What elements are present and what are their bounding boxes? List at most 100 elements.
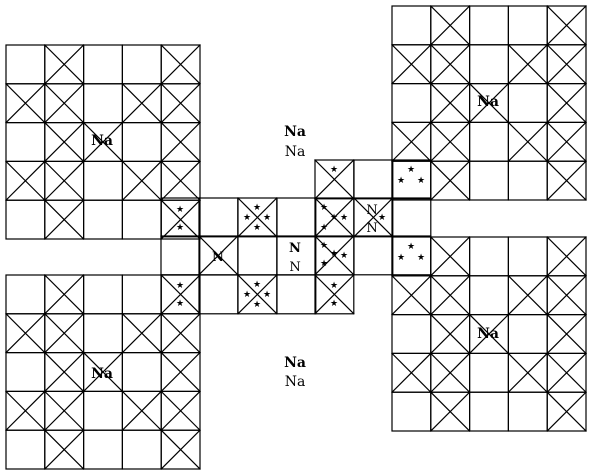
cross-mark <box>507 121 549 163</box>
cross-mark <box>160 312 201 354</box>
cross-mark <box>429 236 471 277</box>
cross-mark <box>546 236 587 277</box>
grid-cell <box>507 160 548 201</box>
star-mark: ★ <box>417 176 425 186</box>
corridor-cross <box>314 197 355 238</box>
corridor-cell <box>391 235 432 276</box>
grid-cell <box>160 429 201 470</box>
cross-mark <box>121 312 163 354</box>
cross-mark <box>43 199 85 240</box>
n-label-left-bold: N <box>212 250 224 265</box>
cross-mark <box>546 43 587 85</box>
grid-cell <box>469 236 510 277</box>
star-mark: ★ <box>330 249 338 259</box>
grid-cell <box>82 390 123 431</box>
n-label-right-upper: N <box>366 203 377 218</box>
corridor-cell <box>160 274 201 315</box>
grid-cell <box>82 274 123 315</box>
cross-mark <box>43 274 85 315</box>
cross-mark <box>82 121 124 163</box>
star-mark: ★ <box>253 223 261 233</box>
region-label-lower-middle: Na <box>285 374 306 390</box>
star-mark: ★ <box>253 203 261 213</box>
grid-cell <box>5 429 46 470</box>
cross-mark <box>546 160 587 201</box>
star-mark: ★ <box>330 299 338 309</box>
star-mark: ★ <box>417 253 425 263</box>
cross-mark <box>5 390 46 432</box>
star-mark: ★ <box>340 251 348 261</box>
star-mark: ★ <box>397 176 405 186</box>
cross-mark <box>43 312 85 354</box>
grid-cell <box>469 352 510 393</box>
grid-cell <box>507 391 548 432</box>
cross-mark <box>546 391 587 432</box>
star-mark: ★ <box>263 290 271 300</box>
star-mark: ★ <box>176 299 184 309</box>
grid-cell <box>546 160 587 201</box>
grid-cell <box>121 121 162 162</box>
cross-mark <box>160 44 201 85</box>
corridor-cell <box>353 235 394 276</box>
cross-mark <box>429 43 471 85</box>
star-mark: ★ <box>407 165 415 175</box>
star-mark: ★ <box>407 242 415 252</box>
cross-mark <box>160 351 201 393</box>
grid-cell <box>121 199 162 240</box>
grid-cell <box>469 5 510 46</box>
star-mark: ★ <box>253 280 261 290</box>
star-mark: ★ <box>176 281 184 291</box>
grid-cell <box>5 199 46 240</box>
region-label-bottom-right: Na <box>477 326 499 342</box>
n-label-center: N <box>289 260 300 275</box>
cross-mark <box>5 82 46 124</box>
cross-mark <box>391 43 432 85</box>
grid-cell <box>82 83 123 124</box>
cross-mark <box>82 351 124 393</box>
region-label-upper-middle: Na <box>285 144 306 160</box>
grid-cell <box>546 391 587 432</box>
cross-mark <box>468 82 510 124</box>
grid-cell <box>391 314 432 355</box>
grid-cell <box>507 314 548 355</box>
n-label-center-bold: N <box>289 241 301 256</box>
star-mark: ★ <box>330 165 338 175</box>
star-mark: ★ <box>176 223 184 233</box>
grid-cell <box>82 429 123 470</box>
n-label-right-lower: N <box>366 221 377 236</box>
cross-mark <box>160 160 201 202</box>
region-label-upper-middle-bold: Na <box>284 124 306 140</box>
labels: Na Na Na Na Na Na Na Na N N N N N <box>91 94 499 390</box>
cross-mark <box>429 313 471 355</box>
cross-mark <box>160 199 201 240</box>
region-label-bottom-left: Na <box>91 366 113 382</box>
grid-cell <box>82 160 123 201</box>
marks: ★★★★★★★★★★★★★★★★★★★★★★★★★★★★★★ <box>176 165 425 310</box>
grid-cell <box>5 44 46 85</box>
cross-mark <box>43 160 85 202</box>
grid-cell <box>5 352 46 393</box>
corridor-cell <box>276 197 317 238</box>
grid-cell <box>121 429 162 470</box>
cross-mark <box>546 313 587 355</box>
star-mark: ★ <box>320 259 328 269</box>
cross-mark <box>5 160 46 202</box>
cross-mark <box>546 352 587 394</box>
cross-mark <box>43 44 85 85</box>
corridor-cell <box>353 197 394 238</box>
cross-mark <box>468 313 510 355</box>
cross-mark <box>391 121 432 163</box>
grid-lines <box>5 5 587 470</box>
cross-mark <box>507 274 549 316</box>
cross-mark <box>429 160 471 201</box>
cross-mark <box>43 121 85 163</box>
cross-mark <box>121 160 163 202</box>
grid-cell <box>507 82 548 123</box>
corridor-cell <box>353 159 394 200</box>
cross-mark <box>429 5 471 46</box>
grid-cell <box>469 121 510 162</box>
cross-mark <box>5 312 46 354</box>
cross-mark <box>429 352 471 394</box>
cross-mark <box>546 82 587 124</box>
region-label-top-right: Na <box>477 94 499 110</box>
